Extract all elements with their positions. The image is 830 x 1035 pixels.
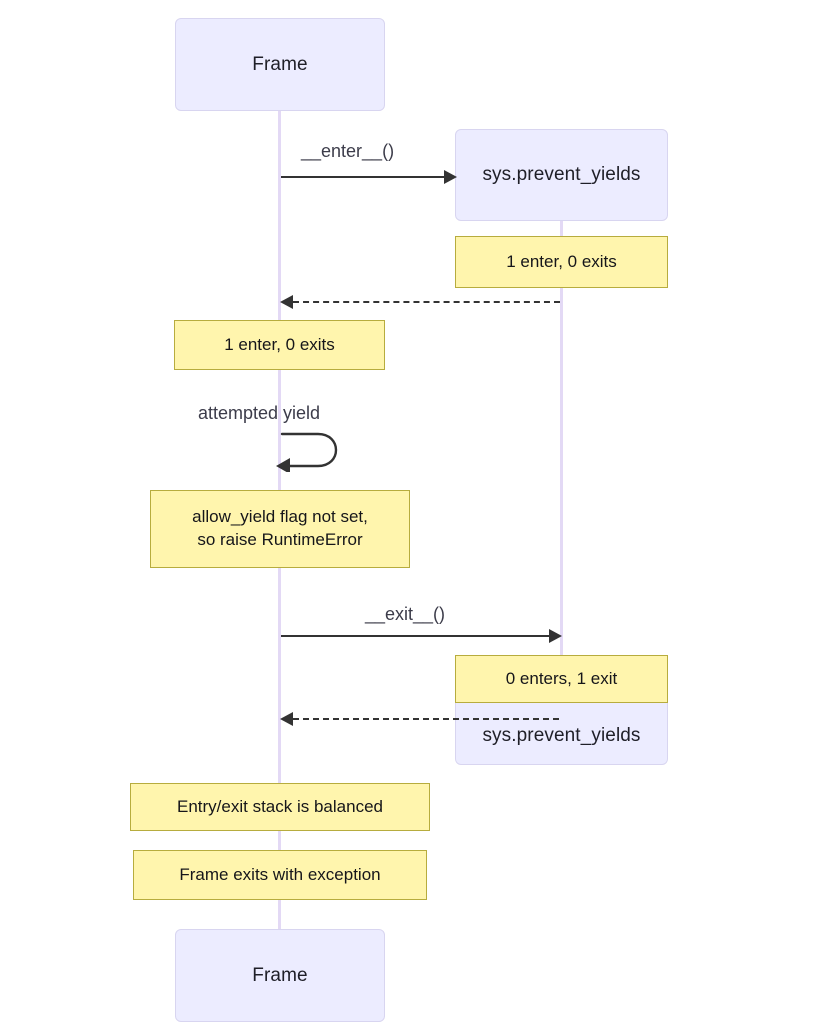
message-line-enter	[281, 176, 451, 178]
arrow-right-icon-enter	[444, 170, 457, 184]
message-label-exit: __exit__()	[365, 604, 446, 624]
actor-frame-bottom[interactable]: Frame	[175, 929, 385, 1022]
message-line-exit	[281, 635, 551, 637]
message-line-return-1	[293, 301, 560, 303]
arrow-left-icon-return-2	[280, 712, 293, 726]
actor-sys-prevent-yields-bottom-label: sys.prevent_yields	[482, 725, 641, 746]
note-right-enter: 1 enter, 0 exits	[455, 236, 668, 288]
actor-sys-prevent-yields-top-label: sys.prevent_yields	[482, 164, 641, 185]
actor-sys-prevent-yields-top[interactable]: sys.prevent_yields	[455, 129, 668, 221]
note-entry-exit-balanced: Entry/exit stack is balanced	[130, 783, 430, 831]
note-frame-exits-with-exception: Frame exits with exception	[133, 850, 427, 900]
message-label-attempted-yield: attempted yield	[198, 403, 321, 423]
note-runtime-error: allow_yield flag not set, so raise Runti…	[150, 490, 410, 568]
lifeline-sys-prevent-yields	[560, 220, 563, 675]
note-right-exit: 0 enters, 1 exit	[455, 655, 668, 703]
actor-frame-bottom-label: Frame	[252, 964, 308, 986]
note-left-enter: 1 enter, 0 exits	[174, 320, 385, 370]
message-label-enter: __enter__()	[301, 141, 395, 161]
self-loop-arrow-icon	[276, 432, 337, 472]
message-line-return-2	[293, 718, 559, 720]
arrow-right-icon-exit	[549, 629, 562, 643]
actor-frame-top[interactable]: Frame	[175, 18, 385, 111]
arrow-left-icon-return-1	[280, 295, 293, 309]
actor-frame-top-label: Frame	[252, 53, 308, 75]
